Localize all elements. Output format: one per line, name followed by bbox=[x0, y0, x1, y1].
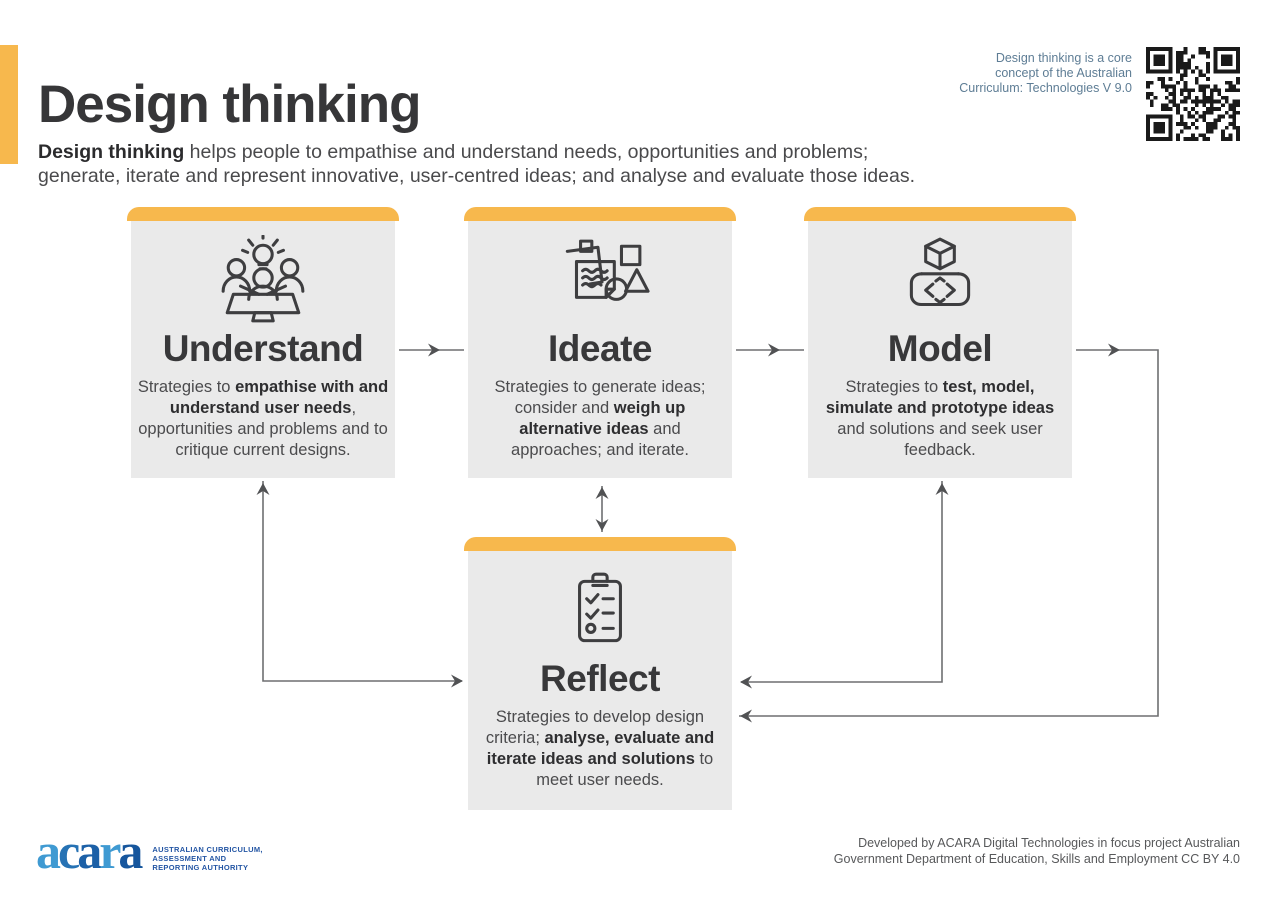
card-model: Model Strategies to test, model, simulat… bbox=[804, 207, 1076, 478]
credit-text: Developed by ACARA Digital Technologies … bbox=[833, 836, 1240, 866]
checklist-clipboard-icon bbox=[468, 565, 732, 657]
card-understand: Understand Strategies to empathise with … bbox=[127, 207, 399, 478]
card-top-bar bbox=[464, 537, 736, 551]
card-title: Reflect bbox=[540, 658, 660, 699]
card-description: Strategies to test, model, simulate and … bbox=[825, 378, 1055, 459]
card-body: Reflect Strategies to develop design cri… bbox=[468, 551, 732, 810]
card-description: Strategies to empathise with and underst… bbox=[137, 378, 389, 459]
cube-blueprint-prototype-icon bbox=[808, 235, 1072, 327]
card-ideate: Ideate Strategies to generate ideas; con… bbox=[464, 207, 736, 478]
card-top-bar bbox=[464, 207, 736, 221]
qr-code-icon bbox=[1146, 47, 1240, 141]
page-title: Design thinking bbox=[38, 74, 421, 134]
card-body: Understand Strategies to empathise with … bbox=[131, 221, 395, 478]
acara-wordmark: acara bbox=[36, 823, 143, 879]
card-top-bar bbox=[804, 207, 1076, 221]
intro-line-2: generate, iterate and represent innovati… bbox=[38, 164, 915, 187]
arrow-model-reflect-link bbox=[741, 481, 943, 683]
team-brainstorm-lightbulb-icon bbox=[131, 235, 395, 327]
sticky-notes-and-shapes-icon bbox=[468, 235, 732, 327]
yellow-accent-bar bbox=[0, 45, 18, 164]
card-body: Model Strategies to test, model, simulat… bbox=[808, 221, 1072, 478]
acara-logo: acara AUSTRALIAN CURRICULUM,ASSESSMENT A… bbox=[36, 823, 263, 879]
card-reflect: Reflect Strategies to develop design cri… bbox=[464, 537, 736, 810]
intro-line-1: Design thinking helps people to empathis… bbox=[38, 140, 869, 163]
card-description: Strategies to generate ideas; consider a… bbox=[494, 378, 706, 459]
card-title: Model bbox=[887, 328, 993, 369]
card-title: Ideate bbox=[548, 328, 652, 369]
intro-paragraph: Design thinking helps people to empathis… bbox=[38, 140, 918, 188]
arrow-understand-reflect-link bbox=[262, 481, 462, 682]
card-top-bar bbox=[127, 207, 399, 221]
card-body: Ideate Strategies to generate ideas; con… bbox=[468, 221, 732, 478]
card-description: Strategies to develop design criteria; a… bbox=[485, 708, 715, 789]
card-title: Understand bbox=[162, 328, 364, 369]
